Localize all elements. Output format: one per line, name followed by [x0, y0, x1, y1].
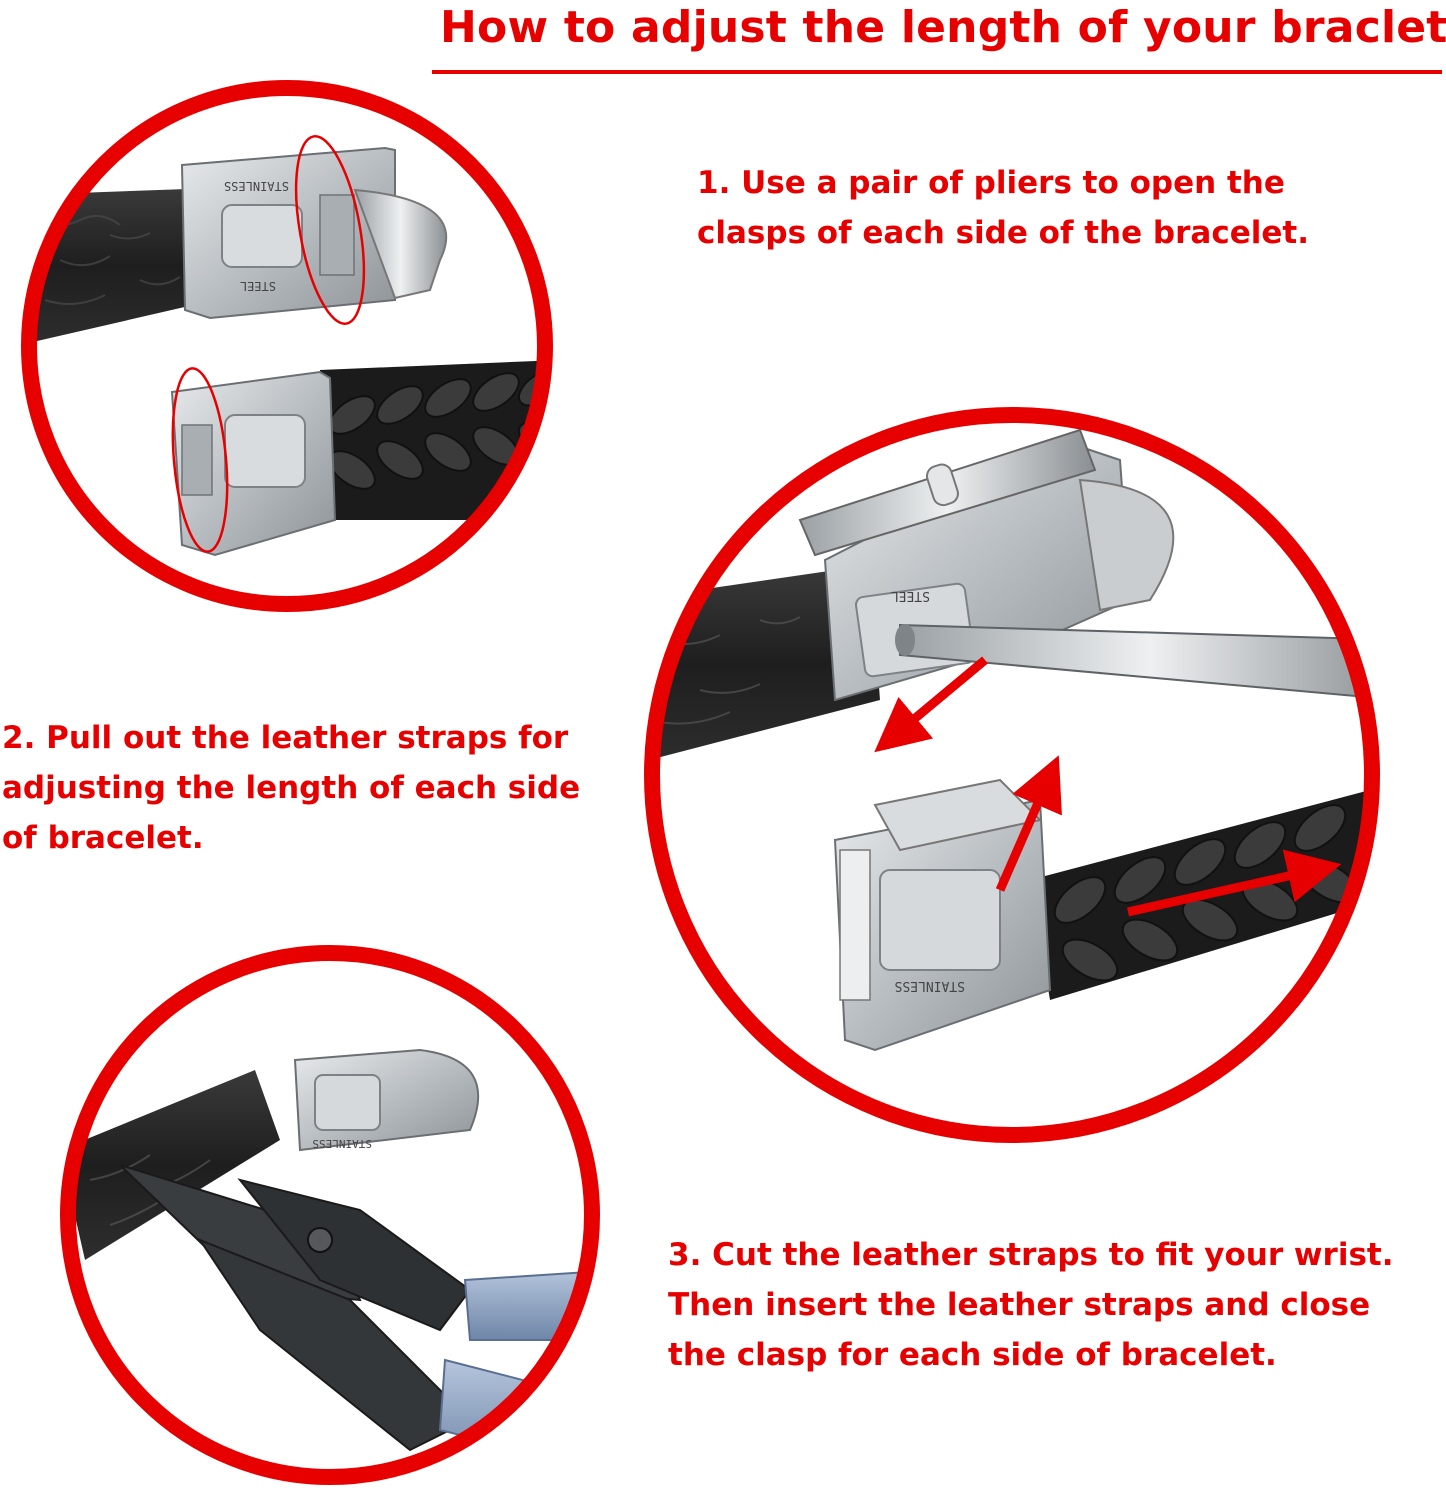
step-2-line-2: adjusting the length of each side: [2, 770, 581, 806]
step-2-instruction: 2. Pull out the leather straps for adjus…: [2, 713, 580, 863]
page-title: How to adjust the length of your braclet: [440, 2, 1446, 53]
step-1-line-1: 1. Use a pair of pliers to open the: [697, 165, 1285, 201]
title-underline: [432, 70, 1442, 74]
step-3-line-1: 3. Cut the leather straps to fit your wr…: [668, 1237, 1394, 1273]
step-3-line-3: the clasp for each side of bracelet.: [668, 1337, 1277, 1373]
engraving-steel-2: STEEL: [891, 588, 930, 603]
engraving-stainless-2: STAINLESS: [895, 978, 965, 993]
photo-step3-cut-straps: STAINLESS: [60, 945, 600, 1485]
photo-step2-pull-straps: STEEL STAINLESS: [644, 407, 1380, 1143]
engraving-stainless-3: STAINLESS: [312, 1137, 372, 1150]
engraving-steel-1: STEEL: [240, 279, 276, 293]
step-3-instruction: 3. Cut the leather straps to fit your wr…: [668, 1230, 1394, 1380]
step-1-line-2: clasps of each side of the bracelet.: [697, 215, 1309, 251]
photo-step1-open-clasps: STAINLESS STEEL: [21, 80, 553, 612]
engraving-stainless-1: STAINLESS: [224, 179, 289, 193]
step-3-line-2: Then insert the leather straps and close: [668, 1287, 1371, 1323]
step-2-line-1: 2. Pull out the leather straps for: [2, 720, 569, 756]
step-2-line-3: of bracelet.: [2, 820, 204, 856]
step-1-instruction: 1. Use a pair of pliers to open the clas…: [697, 158, 1309, 258]
